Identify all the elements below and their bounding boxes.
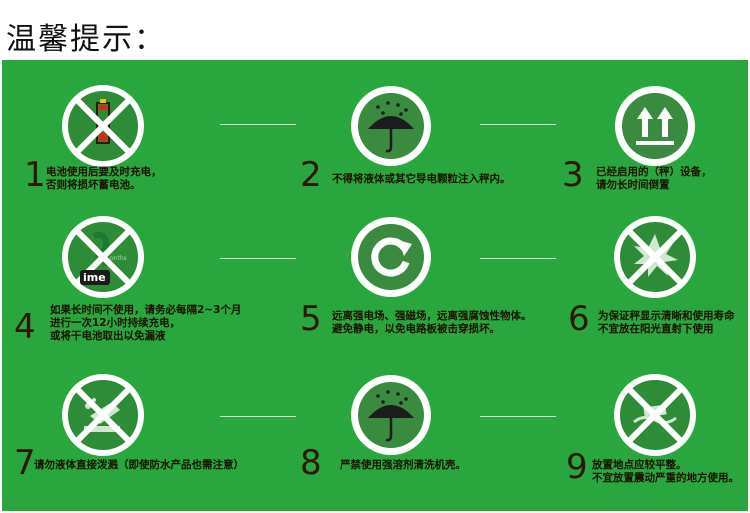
tip-text: 电池使用后要及时充电，否则将损坏蓄电池。 [46,166,162,191]
tip-number: 3 [562,155,584,195]
page-title: 温馨提示： [6,22,166,57]
connector-line [480,258,556,259]
tip-text: 为保证秤显示清晰和使用寿命不宜放在阳光直射下使用 [598,310,735,335]
tip-number: 1 [24,155,46,195]
connector-line [220,124,296,125]
time-badge: ime [83,271,106,284]
tip-number: 8 [300,443,322,483]
tip-text: 严禁使用强溶剂清洗机壳。 [340,459,466,471]
tip-number: 2 [300,155,322,195]
tip-text: 已经启用的（秤）设备，请勿长时间倒置 [596,166,712,191]
tip-text: 如果长时间不使用，请务必每隔2~3个月进行一次12小时持续充电，或将干电池取出以… [50,304,242,342]
refresh-arrow-icon [348,214,434,300]
sunlight-prohibited-icon [612,214,698,300]
tip-number: 9 [566,447,588,487]
tip-number: 7 [14,443,36,483]
tip-text: 不得将液体或其它导电颗粒注入秤内。 [332,173,511,185]
battery-prohibited-icon [60,83,146,169]
this-side-up-icon [612,83,698,169]
splash-prohibited-icon [60,372,146,458]
connector-line [220,258,296,259]
connector-line [480,416,556,417]
time-prohibited-icon: onths ime [60,214,146,300]
tip-number: 5 [300,299,322,339]
uneven-surface-prohibited-icon [612,372,698,458]
tip-number: 4 [14,307,36,347]
tip-text: 请勿液体直接泼溅（即使防水产品也需注意） [34,459,244,471]
tip-text: 远离强电场、强磁场，远离强腐蚀性物体。避免静电，以免电路板被击穿损坏。 [332,310,532,335]
svg-text:onths: onths [110,255,127,262]
umbrella-rain-icon [348,372,434,458]
connector-line [480,124,556,125]
connector-line [220,416,296,417]
umbrella-rain-icon [348,83,434,169]
tip-number: 6 [568,299,590,339]
tip-text: 放置地点应较平整。不宜放置震动严重的地方使用。 [592,459,739,484]
